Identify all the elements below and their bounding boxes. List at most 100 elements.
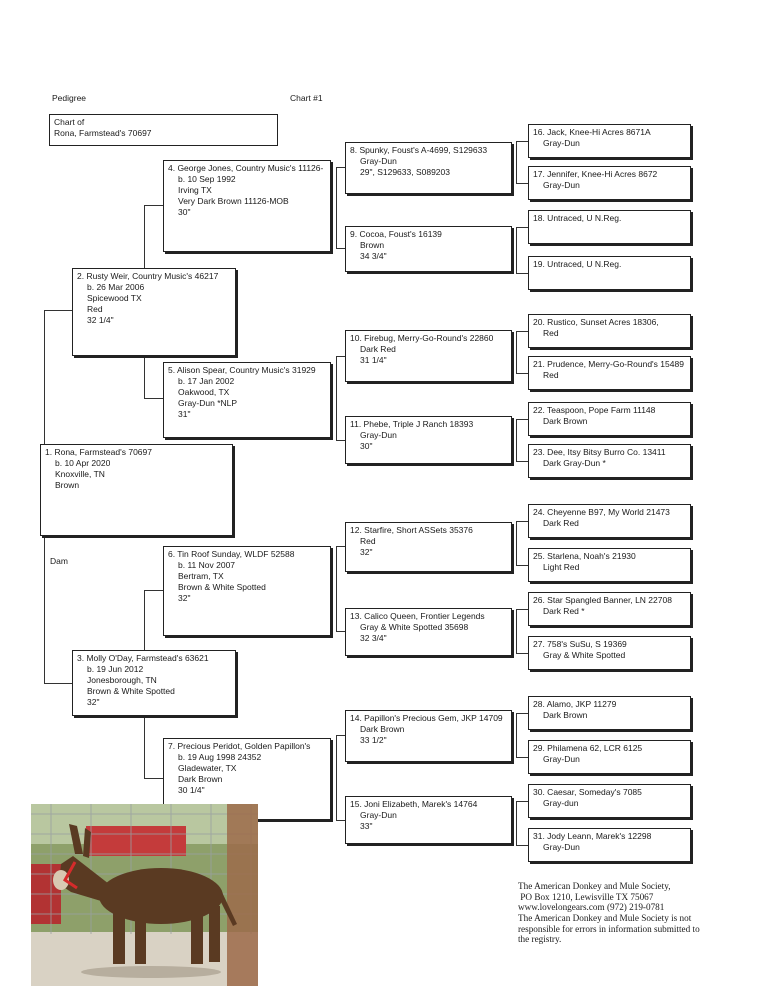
animal-name: 27. 758's SuSu, S 19369	[533, 639, 627, 649]
animal-detail: Red	[543, 327, 559, 338]
animal-detail: Brown & White Spotted	[87, 685, 175, 696]
animal-detail: Brown & White Spotted	[178, 581, 266, 592]
animal-detail: Gray-Dun *NLP	[178, 397, 238, 408]
animal-detail: Very Dark Brown 11126-MOB	[178, 195, 289, 206]
animal-detail: Brown	[55, 479, 80, 490]
footer-line: www.lovelongears.com (972) 219-0781	[518, 902, 665, 913]
animal-detail: 30"	[178, 206, 191, 217]
animal-name: 16. Jack, Knee-Hi Acres 8671A	[533, 127, 651, 137]
footer-line: PO Box 1210, Lewisville TX 75067	[518, 891, 654, 902]
animal-detail: 33"	[360, 820, 373, 831]
connector-line	[336, 356, 345, 357]
animal-detail: Dark Red	[543, 517, 579, 528]
animal-detail: Dark Brown	[543, 709, 588, 720]
animal-detail: Dark Red *	[543, 605, 585, 616]
chart-of-subject: Rona, Farmstead's 70697	[54, 127, 152, 138]
connector-line	[144, 778, 163, 779]
connector-line	[336, 631, 345, 632]
animal-name: 5. Alison Spear, Country Music's 31929	[168, 365, 316, 375]
dam-label: Dam	[50, 556, 68, 566]
connector-line	[336, 167, 345, 168]
animal-detail: Dark Brown	[178, 773, 223, 784]
animal-detail: Red	[543, 369, 559, 380]
donkey-photo-image	[31, 804, 258, 986]
connector-line	[516, 227, 517, 273]
connector-line	[516, 801, 517, 845]
connector-line	[516, 331, 528, 332]
connector-line	[336, 546, 345, 547]
connector-line	[516, 609, 528, 610]
animal-name: 6. Tin Roof Sunday, WLDF 52588	[168, 549, 295, 559]
connector-line	[144, 205, 163, 206]
animal-detail: Jonesborough, TN	[87, 674, 157, 685]
animal-detail: Gray & White Spotted	[543, 649, 626, 660]
animal-name: 18. Untraced, U N.Reg.	[533, 213, 622, 223]
animal-detail: Gladewater, TX	[178, 762, 237, 773]
animal-detail: Oakwood, TX	[178, 386, 230, 397]
pedigree-box-4: 4. George Jones, Country Music's 11126-b…	[163, 160, 331, 252]
animal-detail: Dark Gray-Dun *	[543, 457, 606, 468]
connector-line	[144, 398, 163, 399]
chart-of-label: Chart of	[54, 117, 85, 127]
connector-line	[516, 141, 517, 183]
animal-detail: Gray-Dun	[543, 137, 580, 148]
pedigree-box-19: 19. Untraced, U N.Reg.	[528, 256, 691, 290]
connector-line	[336, 735, 337, 820]
connector-line	[516, 845, 528, 846]
connector-line	[516, 609, 517, 653]
animal-detail: Dark Brown	[543, 415, 588, 426]
animal-name: 25. Starlena, Noah's 21930	[533, 551, 636, 561]
animal-detail: Gray-dun	[543, 797, 579, 808]
animal-detail: 29", S129633, S089203	[360, 166, 450, 177]
connector-line	[516, 183, 528, 184]
pedigree-box-18: 18. Untraced, U N.Reg.	[528, 210, 691, 244]
animal-name: 29. Philamena 62, LCR 6125	[533, 743, 643, 753]
pedigree-box-20: 20. Rustico, Sunset Acres 18306,Red	[528, 314, 691, 348]
animal-name: 13. Calico Queen, Frontier Legends	[350, 611, 485, 621]
connector-line	[336, 167, 337, 248]
connector-line	[144, 590, 163, 591]
connector-line	[516, 419, 517, 461]
animal-name: 3. Molly O'Day, Farmstead's 63621	[77, 653, 209, 663]
connector-line	[516, 273, 528, 274]
animal-detail: Light Red	[543, 561, 580, 572]
connector-line	[516, 757, 528, 758]
connector-line	[336, 735, 345, 736]
connector-line	[516, 461, 528, 462]
animal-detail: 30 1/4"	[178, 784, 205, 795]
animal-detail: Gray-Dun	[543, 753, 580, 764]
animal-detail: Gray-Dun	[543, 179, 580, 190]
pedigree-label: Pedigree	[52, 93, 87, 103]
animal-name: 10. Firebug, Merry-Go-Round's 22860	[350, 333, 494, 343]
animal-detail: b. 17 Jan 2002	[178, 375, 235, 386]
animal-name: 19. Untraced, U N.Reg.	[533, 259, 622, 269]
animal-detail: b. 10 Apr 2020	[55, 457, 111, 468]
chart-number: Chart #1	[290, 93, 323, 103]
animal-detail: Bertram, TX	[178, 570, 224, 581]
animal-detail: 31"	[178, 408, 191, 419]
animal-detail: Gray & White Spotted 35698	[360, 621, 469, 632]
animal-detail: 32"	[178, 592, 191, 603]
connector-line	[516, 801, 528, 802]
animal-detail: Gray-Dun	[360, 155, 397, 166]
animal-name: 12. Starfire, Short ASSets 35376	[350, 525, 473, 535]
animal-name: 11. Phebe, Triple J Ranch 18393	[350, 419, 474, 429]
animal-name: 9. Cocoa, Foust's 16139	[350, 229, 442, 239]
animal-detail: 32 3/4"	[360, 632, 387, 643]
